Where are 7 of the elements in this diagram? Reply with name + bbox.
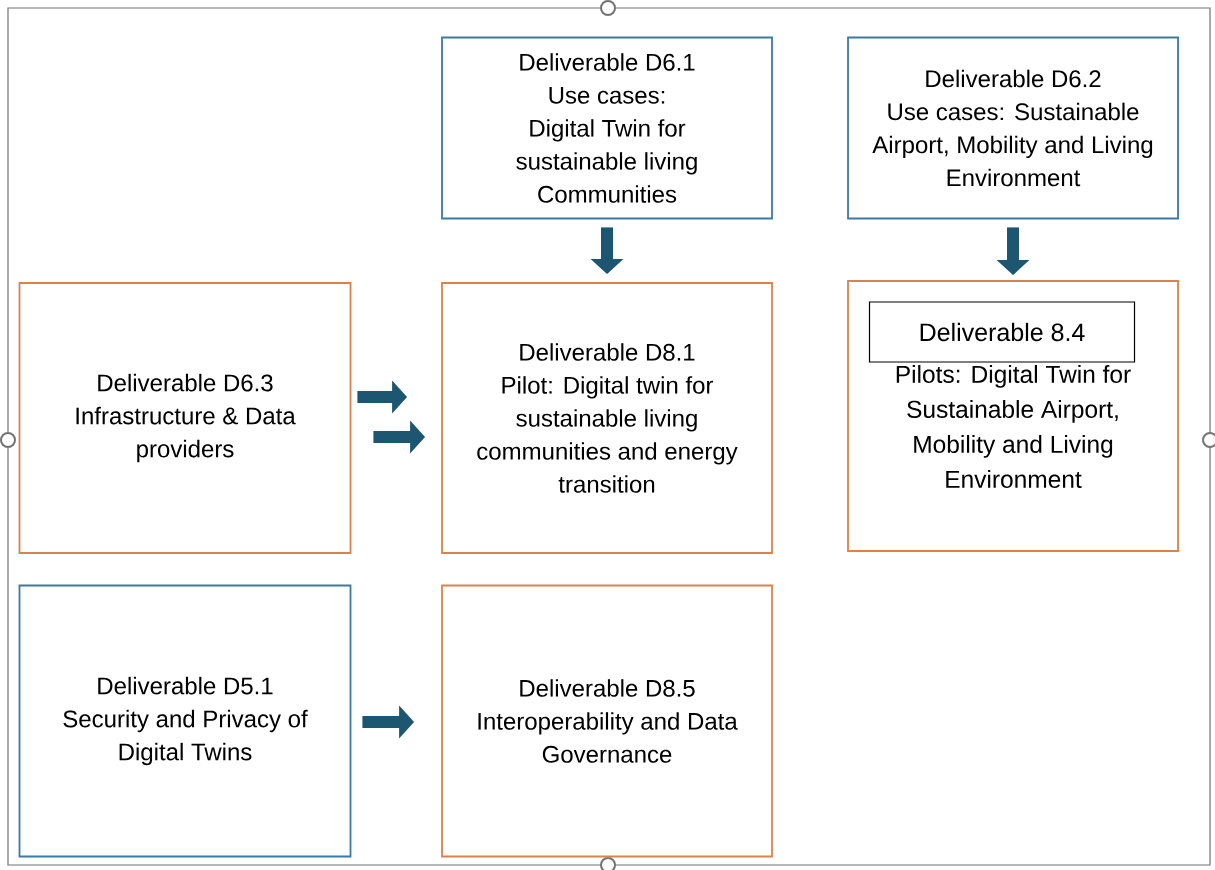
deliverable-box: Deliverable D5.1 Security and Privacy of Digital Twins [18, 584, 352, 858]
deliverable-box: Deliverable D6.1 Use cases: Digital Twin for sustainable living Communities [441, 36, 773, 220]
deliverable-box: Deliverable D8.1 Pilot: Digital twin for sustainable living communities and energy transition [441, 282, 773, 554]
deliverable-box: Deliverable D6.2 Use cases: Sustainable Airport, Mobility and Living Environment [847, 36, 1179, 220]
deliverable-box: Deliverable D6.3 Infrastructure & Data providers [18, 282, 352, 554]
deliverable-box: Deliverable D8.5 Interoperability and Data Governance [441, 584, 773, 858]
title-box: Deliverable 8.4 [868, 301, 1136, 363]
